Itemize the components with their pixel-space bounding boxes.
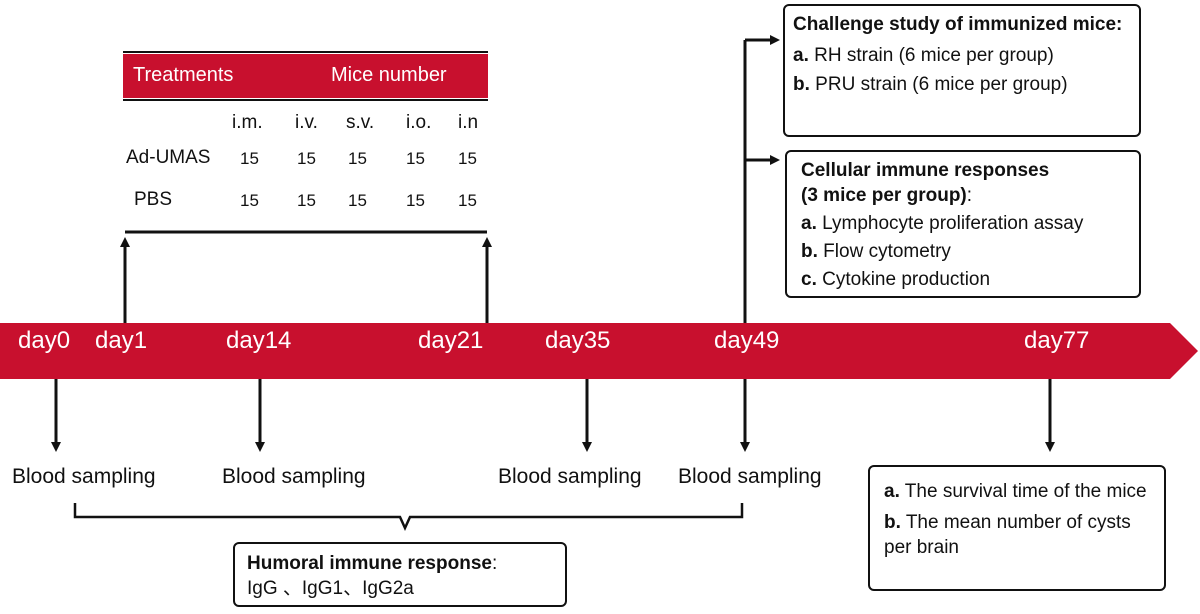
challenge-b-marker: b. bbox=[793, 74, 810, 95]
cellular-title: Cellular immune responses bbox=[801, 160, 1050, 181]
blood-sampling-day14: Blood sampling bbox=[222, 465, 366, 488]
survival-box: a. The survival time of the mice b. The … bbox=[868, 465, 1166, 591]
cellular-b-text: Flow cytometry bbox=[823, 241, 951, 262]
table-header: Treatments Mice number bbox=[123, 54, 488, 98]
cellular-a-text: Lymphocyte proliferation assay bbox=[822, 213, 1084, 234]
day1-label: day1 bbox=[95, 327, 148, 354]
cell-ad-umas-io: 15 bbox=[406, 149, 425, 168]
cellular-a-marker: a. bbox=[801, 213, 817, 234]
day35-label: day35 bbox=[545, 327, 611, 354]
survival-a-marker: a. bbox=[884, 481, 900, 502]
day14-label: day14 bbox=[226, 327, 292, 354]
cellular-subtitle-suffix: : bbox=[966, 185, 973, 206]
challenge-box: Challenge study of immunized mice: a. RH… bbox=[783, 4, 1141, 137]
timeline-arrow bbox=[0, 323, 1198, 379]
cell-ad-umas-in: 15 bbox=[458, 149, 477, 168]
day49-label: day49 bbox=[714, 327, 780, 354]
cell-pbs-iv: 15 bbox=[297, 191, 316, 210]
challenge-a-text: RH strain (6 mice per group) bbox=[814, 45, 1054, 66]
mice-number-header: Mice number bbox=[331, 64, 447, 86]
cellular-b-marker: b. bbox=[801, 241, 818, 262]
cell-ad-umas-iv: 15 bbox=[297, 149, 316, 168]
cell-ad-umas-sv: 15 bbox=[348, 149, 367, 168]
cell-pbs-im: 15 bbox=[240, 191, 259, 210]
survival-b-marker: b. bbox=[884, 512, 901, 533]
survival-a-text: The survival time of the mice bbox=[904, 481, 1147, 502]
route-iv: i.v. bbox=[295, 112, 318, 133]
blood-sampling-day0: Blood sampling bbox=[12, 465, 156, 488]
day0-label: day0 bbox=[18, 327, 71, 354]
route-sv: s.v. bbox=[346, 112, 375, 133]
route-in: i.n bbox=[458, 112, 479, 133]
sampling-brace bbox=[73, 503, 744, 532]
blood-sampling-day49: Blood sampling bbox=[678, 465, 822, 488]
humoral-colon: : bbox=[491, 553, 498, 574]
blood-sampling-day35: Blood sampling bbox=[498, 465, 642, 488]
treatments-header: Treatments bbox=[133, 64, 234, 86]
humoral-title: Humoral immune response bbox=[247, 553, 492, 574]
challenge-a-marker: a. bbox=[793, 45, 809, 66]
cellular-subtitle: (3 mice per group) bbox=[801, 185, 967, 206]
day77-label: day77 bbox=[1024, 327, 1090, 354]
table-top-rule bbox=[123, 51, 488, 53]
row-label-ad-umas: Ad-UMAS bbox=[126, 147, 211, 168]
humoral-items: IgG 、IgG1、IgG2a bbox=[247, 578, 414, 599]
challenge-title: Challenge study of immunized mice: bbox=[793, 14, 1123, 35]
row-label-pbs: PBS bbox=[134, 189, 173, 210]
table-header-rule bbox=[123, 99, 488, 101]
cell-ad-umas-im: 15 bbox=[240, 149, 259, 168]
survival-b-text: The mean number of cysts per brain bbox=[884, 512, 1131, 558]
cell-pbs-sv: 15 bbox=[348, 191, 367, 210]
humoral-box: Humoral immune response: IgG 、IgG1、IgG2a bbox=[233, 542, 567, 607]
challenge-b-text: PRU strain (6 mice per group) bbox=[815, 74, 1068, 95]
route-io: i.o. bbox=[406, 112, 432, 133]
day21-label: day21 bbox=[418, 327, 484, 354]
cellular-c-marker: c. bbox=[801, 269, 817, 290]
cell-pbs-in: 15 bbox=[458, 191, 477, 210]
route-im: i.m. bbox=[232, 112, 263, 133]
cellular-c-text: Cytokine production bbox=[822, 269, 991, 290]
cellular-box: Cellular immune responses (3 mice per gr… bbox=[785, 150, 1141, 298]
cell-pbs-io: 15 bbox=[406, 191, 425, 210]
